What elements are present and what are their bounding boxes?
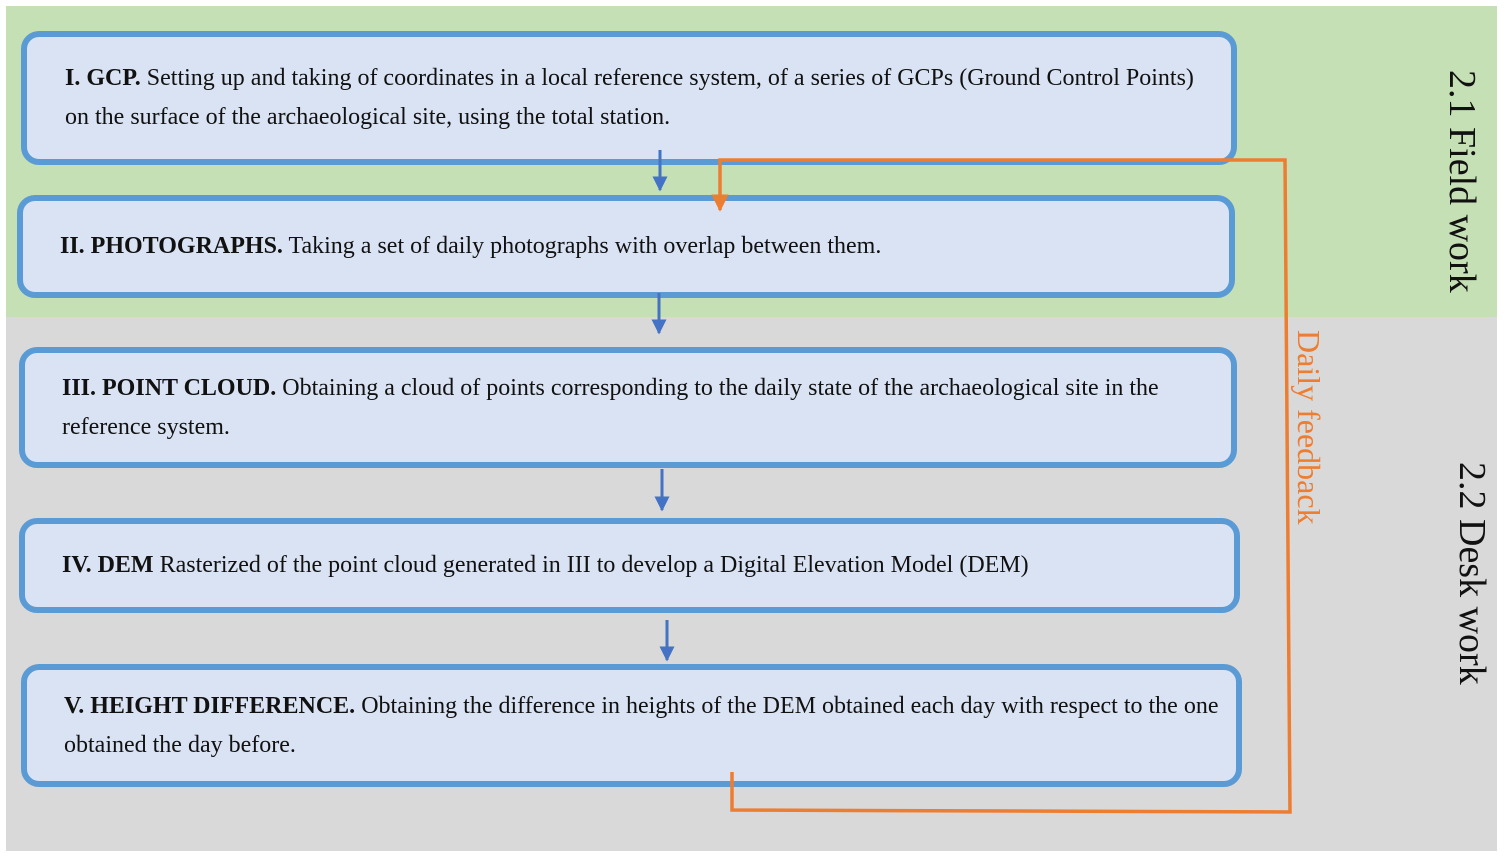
step-point-cloud-box: III. POINT CLOUD. Obtaining a cloud of p…: [19, 347, 1237, 468]
step-height-difference-title: V. HEIGHT DIFFERENCE.: [64, 692, 356, 719]
step-height-difference-box: V. HEIGHT DIFFERENCE. Obtaining the diff…: [21, 664, 1242, 787]
step-height-difference-text: V. HEIGHT DIFFERENCE. Obtaining the diff…: [64, 687, 1220, 765]
step-point-cloud-text: III. POINT CLOUD. Obtaining a cloud of p…: [62, 369, 1215, 447]
daily-feedback-label: Daily feedback: [1291, 330, 1327, 525]
step-gcp-text: I. GCP. Setting up and taking of coordin…: [65, 59, 1215, 137]
step-dem-text: IV. DEM Rasterized of the point cloud ge…: [62, 546, 1218, 585]
field-work-label: 2.1 Field work: [1441, 70, 1483, 293]
step-photographs-title: II. PHOTOGRAPHS.: [60, 233, 283, 259]
step-dem-description: Rasterized of the point cloud generated …: [153, 552, 1029, 578]
step-gcp-title: I. GCP.: [65, 65, 141, 91]
step-dem-box: IV. DEM Rasterized of the point cloud ge…: [19, 518, 1240, 613]
step-photographs-box: II. PHOTOGRAPHS. Taking a set of daily p…: [17, 195, 1235, 298]
step-point-cloud-title: III. POINT CLOUD.: [62, 374, 277, 401]
step-photographs-text: II. PHOTOGRAPHS. Taking a set of daily p…: [60, 227, 1213, 266]
desk-work-label: 2.2 Desk work: [1451, 462, 1493, 685]
step-photographs-description: Taking a set of daily photographs with o…: [282, 233, 882, 259]
step-gcp-box: I. GCP. Setting up and taking of coordin…: [21, 31, 1237, 165]
step-gcp-description: Setting up and taking of coordinates in …: [65, 65, 1194, 130]
step-dem-title: IV. DEM: [62, 552, 154, 578]
